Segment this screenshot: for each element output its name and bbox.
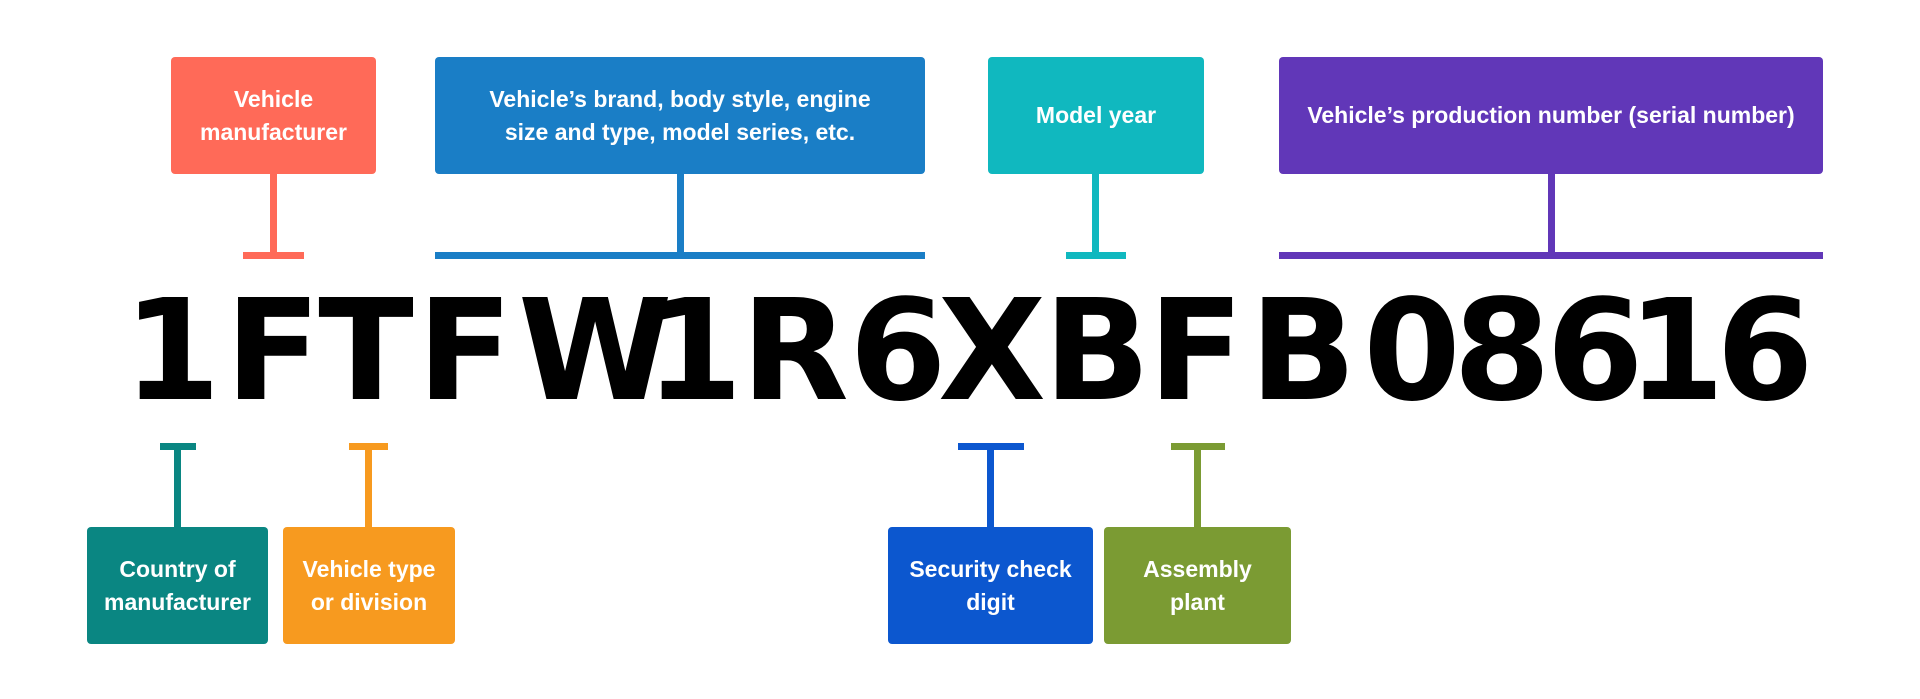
vin-char-12: B [1249,270,1357,433]
model-year-connector-bar [1066,252,1126,259]
manufacturer-connector-bar [243,252,304,259]
vin-char-8: 6 [849,270,947,433]
vehicle-type-label-box: Vehicle type or division [283,527,455,644]
assembly-plant-connector-stem [1194,443,1201,528]
vin-char-11: F [1148,270,1244,433]
country-label-box: Country of manufacturer [87,527,268,644]
model-year-connector-stem [1092,174,1099,256]
vin-char-15: 6 [1546,270,1644,433]
vin-char-16: 1 [1627,270,1725,433]
vin-char-7: R [741,270,849,433]
assembly-plant-label-box: Assembly plant [1104,527,1291,644]
vin-char-17: 6 [1716,270,1814,433]
brand-details-connector-bar [435,252,925,259]
production-number-connector-bar [1279,252,1823,259]
brand-details-connector-stem [677,174,684,256]
brand-details-label-box: Vehicle’s brand, body style, engine size… [435,57,925,174]
vin-char-2: F [225,270,321,433]
security-check-label-box: Security check digit [888,527,1093,644]
manufacturer-label: Vehicle manufacturer [200,85,347,145]
vin-char-10: B [1043,270,1151,433]
model-year-label-box: Model year [988,57,1204,174]
vin-char-6: 1 [645,270,743,433]
production-number-label: Vehicle’s production number (serial numb… [1307,102,1795,128]
vehicle-type-label: Vehicle type or division [302,555,436,615]
production-number-label-box: Vehicle’s production number (serial numb… [1279,57,1823,174]
brand-details-label: Vehicle’s brand, body style, engine size… [489,85,871,145]
assembly-plant-label: Assembly plant [1143,555,1252,615]
vin-char-4: F [417,270,513,433]
production-number-connector-stem [1548,174,1555,256]
model-year-label: Model year [1035,102,1157,128]
vehicle-type-connector-stem [365,443,372,528]
vin-char-1: 1 [123,270,221,433]
security-check-label: Security check digit [909,555,1072,615]
vin-char-5: W [518,270,673,433]
vin-char-3: T [318,270,414,433]
vin-char-14: 8 [1453,270,1551,433]
manufacturer-label-box: Vehicle manufacturer [171,57,376,174]
country-connector-stem [174,443,181,528]
vin-char-9: X [938,270,1046,433]
country-label: Country of manufacturer [104,555,251,615]
manufacturer-connector-stem [270,174,277,256]
security-check-connector-stem [987,443,994,528]
vin-char-13: 0 [1363,270,1461,433]
